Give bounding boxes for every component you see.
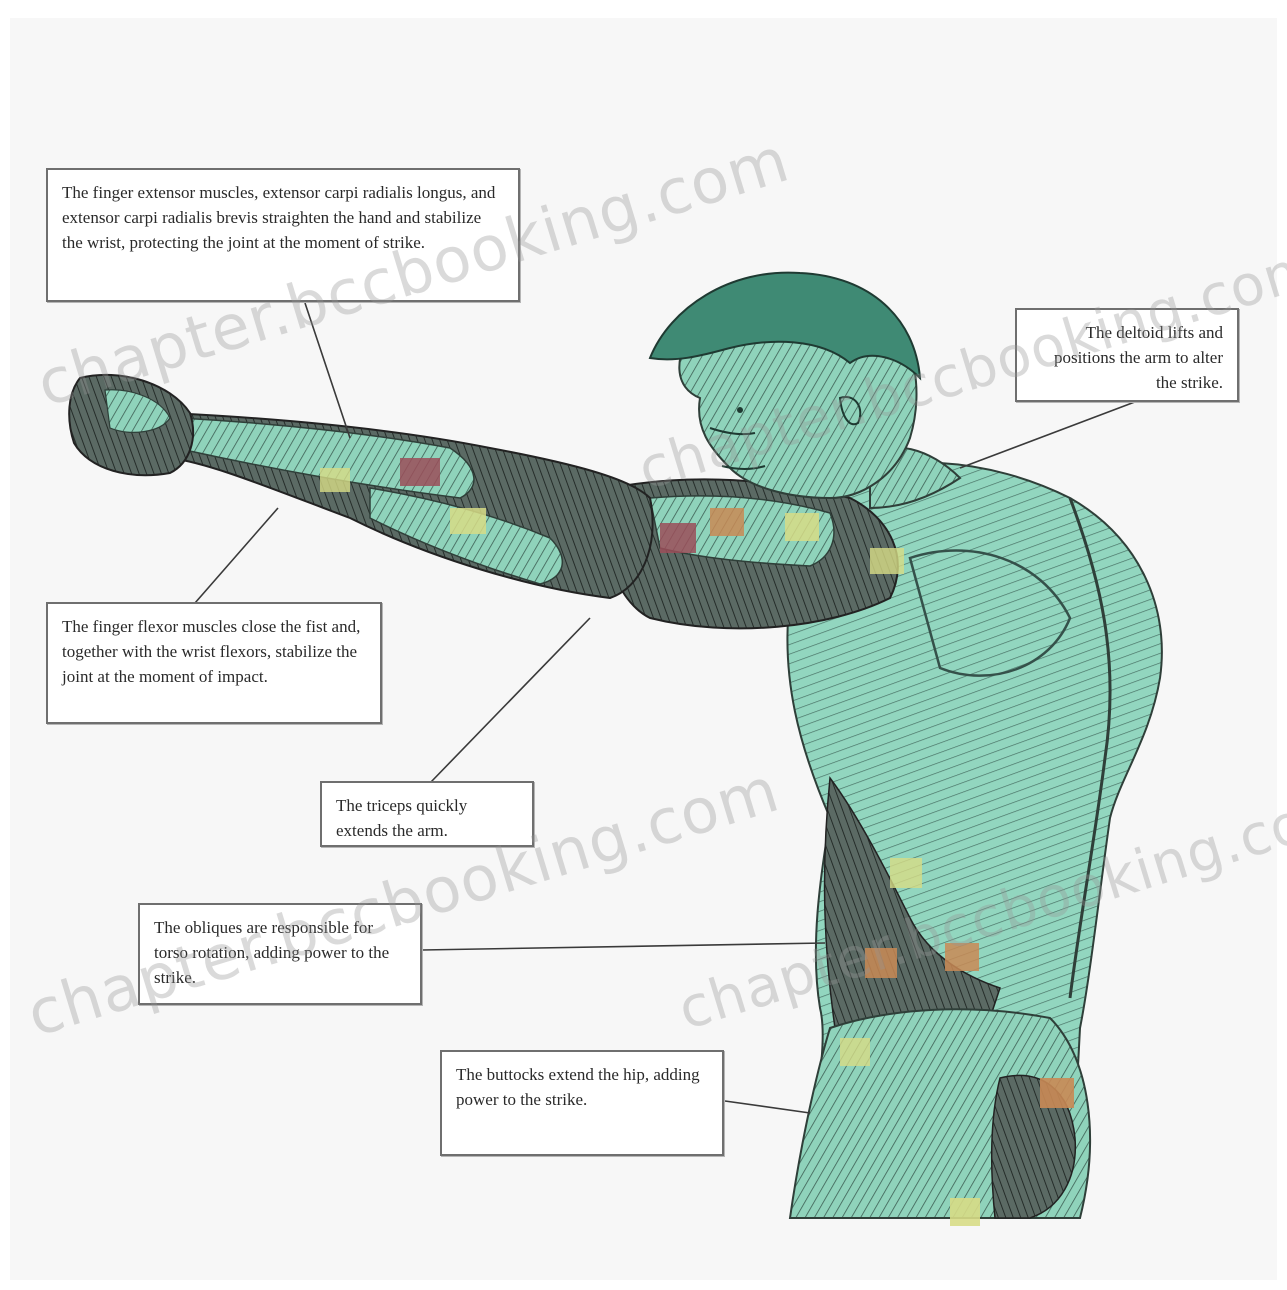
callout-finger-extensors: The finger extensor muscles, extensor ca… [46, 168, 520, 302]
callout-finger-flexors-text: The finger flexor muscles close the fist… [62, 617, 360, 686]
callout-deltoid-text: The deltoid lifts and positions the arm … [1054, 323, 1223, 392]
callout-finger-flexors: The finger flexor muscles close the fist… [46, 602, 382, 724]
illustration-page: The finger extensor muscles, extensor ca… [10, 18, 1277, 1280]
callout-triceps: The triceps quickly extends the arm. [320, 781, 534, 847]
callout-buttocks-text: The buttocks extend the hip, adding powe… [456, 1065, 700, 1109]
callout-deltoid: The deltoid lifts and positions the arm … [1015, 308, 1239, 402]
callout-obliques: The obliques are responsible for torso r… [138, 903, 422, 1005]
head [650, 273, 960, 508]
callout-obliques-text: The obliques are responsible for torso r… [154, 918, 389, 987]
callout-buttocks: The buttocks extend the hip, adding powe… [440, 1050, 724, 1156]
callout-triceps-text: The triceps quickly extends the arm. [336, 796, 467, 840]
callout-finger-extensors-text: The finger extensor muscles, extensor ca… [62, 183, 495, 252]
